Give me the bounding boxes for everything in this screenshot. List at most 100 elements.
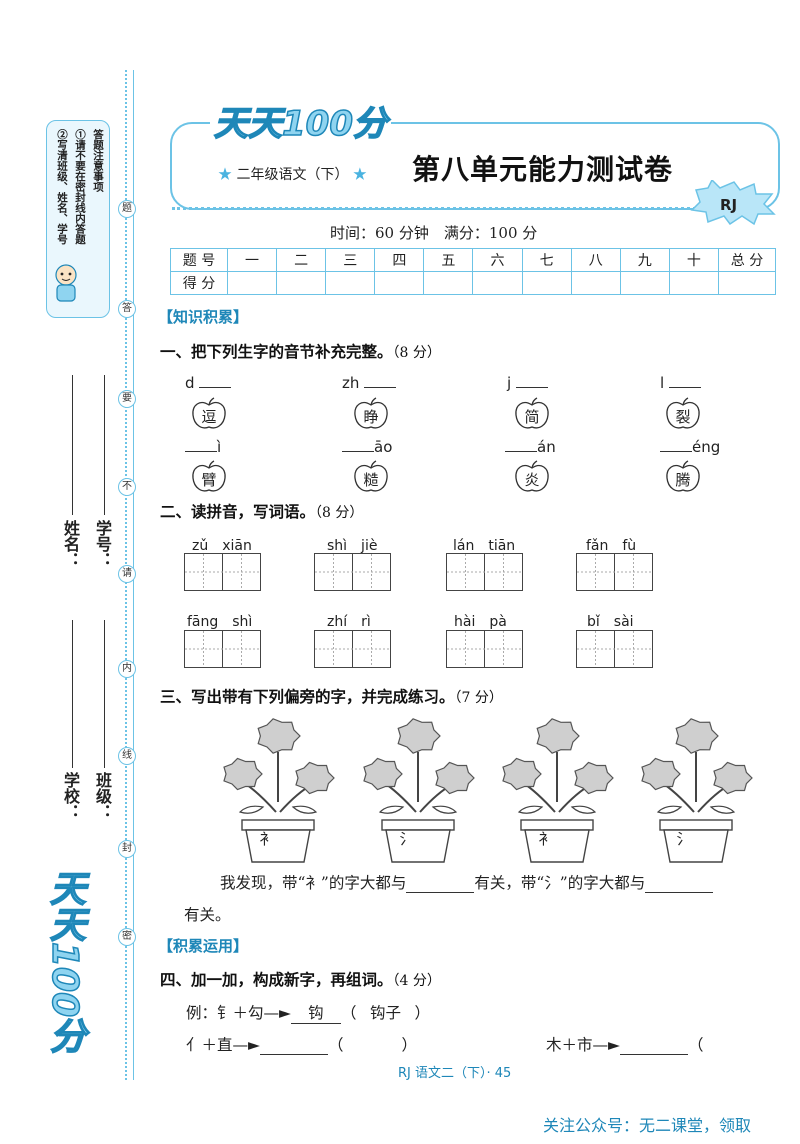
star-icon: ★ bbox=[218, 167, 237, 183]
q4-item-2-formula: 木＋市 bbox=[546, 1036, 593, 1054]
answer-blank[interactable] bbox=[406, 874, 475, 893]
score-cell[interactable] bbox=[325, 271, 376, 295]
q4-example-word: 钩子 bbox=[369, 1004, 401, 1022]
q1-heading-text: 一、把下列生字的音节补充完整。 bbox=[160, 343, 393, 361]
score-cell[interactable] bbox=[276, 271, 327, 295]
score-cell[interactable] bbox=[570, 271, 621, 295]
q3-sentence: 我发现，带“衤”的字大都与 有关，带“氵”的字大都与 bbox=[220, 871, 714, 893]
score-cell[interactable] bbox=[374, 271, 425, 295]
class-label: 班级： bbox=[93, 772, 112, 820]
pot-radical: 衤 bbox=[259, 830, 275, 848]
apple-char: 逗 bbox=[201, 408, 217, 426]
apple-icon: 糙 bbox=[352, 460, 390, 494]
score-header: 六 bbox=[472, 248, 523, 272]
pinyin-blank[interactable] bbox=[185, 437, 217, 452]
answer-blank[interactable] bbox=[703, 1036, 733, 1054]
score-header: 八 bbox=[570, 248, 621, 272]
pinyin-blank[interactable] bbox=[199, 373, 232, 388]
q1-pinyin: ì bbox=[185, 437, 221, 456]
q2-points: （8 分） bbox=[315, 505, 364, 521]
score-cell[interactable] bbox=[472, 271, 523, 295]
q1-heading: 一、把下列生字的音节补充完整。（8 分） bbox=[160, 340, 441, 362]
answer-blank[interactable] bbox=[343, 1036, 401, 1054]
name-line[interactable] bbox=[72, 375, 73, 515]
apple-char: 臂 bbox=[201, 471, 217, 489]
word-writing-grid[interactable] bbox=[576, 630, 654, 668]
score-header: 题 号 bbox=[170, 248, 228, 272]
answer-blank[interactable] bbox=[619, 1036, 688, 1055]
arrow-icon: —► bbox=[592, 1036, 620, 1054]
seal-char: 密 bbox=[118, 928, 136, 946]
apple-icon: 睁 bbox=[352, 397, 390, 431]
student-id-label: 学号： bbox=[93, 520, 112, 568]
q2-pinyin: fǎn fù bbox=[586, 538, 637, 554]
grade-label: ★ 二年级语文（下） ★ bbox=[218, 164, 367, 184]
notice-item-2: ②写清班级、姓名、学号 bbox=[56, 129, 68, 245]
score-header: 一 bbox=[226, 248, 278, 272]
q1-pinyin: d bbox=[185, 373, 232, 392]
flower-pot-icon bbox=[636, 712, 756, 868]
q4-item-2: 木＋市—► （ bbox=[546, 1033, 733, 1055]
q1-pinyin: zh bbox=[342, 373, 397, 392]
pinyin-blank[interactable] bbox=[668, 373, 701, 388]
score-cell[interactable] bbox=[226, 271, 278, 295]
apple-icon: 简 bbox=[513, 397, 551, 431]
apple-icon: 炎 bbox=[513, 460, 551, 494]
seal-char: 请 bbox=[118, 565, 136, 583]
word-writing-grid[interactable] bbox=[314, 553, 392, 591]
pinyin-suffix: éng bbox=[692, 438, 721, 456]
score-cell[interactable] bbox=[619, 271, 670, 295]
apple-char: 腾 bbox=[675, 471, 691, 489]
q3-heading-text: 三、写出带有下列偏旁的字，并完成练习。 bbox=[160, 688, 455, 706]
pot-radical: 氵 bbox=[676, 830, 692, 848]
pinyin-blank[interactable] bbox=[505, 437, 537, 452]
class-line[interactable] bbox=[104, 620, 105, 768]
apple-char: 裂 bbox=[675, 408, 691, 426]
word-writing-grid[interactable] bbox=[446, 553, 524, 591]
apple-char: 糙 bbox=[363, 471, 379, 489]
notice-box: 答题注意事项 ①请不要在密封线内答题 ②写清班级、姓名、学号 bbox=[46, 120, 110, 318]
score-cell[interactable] bbox=[521, 271, 572, 295]
q4-heading: 四、加一加，构成新字，再组词。（4 分） bbox=[160, 968, 441, 990]
pinyin-blank[interactable] bbox=[342, 437, 374, 452]
grade-text: 二年级语文（下） bbox=[236, 167, 349, 183]
school-line[interactable] bbox=[72, 620, 73, 768]
seal-char: 题 bbox=[118, 200, 136, 218]
apple-icon: 裂 bbox=[664, 397, 702, 431]
page-footer: RJ 语文二（下）· 45 bbox=[398, 1066, 512, 1081]
student-id-line[interactable] bbox=[104, 375, 105, 515]
apple-icon: 臂 bbox=[190, 460, 228, 494]
q4-item-1: 亻＋直—► （ ） bbox=[186, 1036, 417, 1055]
pinyin-blank[interactable] bbox=[364, 373, 397, 388]
score-cell[interactable] bbox=[718, 271, 776, 295]
watermark: 关注公众号：无二课堂，领取 bbox=[543, 1116, 752, 1135]
pot-radical: 氵 bbox=[399, 830, 415, 848]
word-writing-grid[interactable] bbox=[184, 630, 262, 668]
score-cell[interactable] bbox=[423, 271, 474, 295]
answer-blank[interactable] bbox=[259, 1036, 328, 1055]
q4-heading-text: 四、加一加，构成新字，再组词。 bbox=[160, 971, 393, 989]
word-writing-grid[interactable] bbox=[314, 630, 392, 668]
q2-pinyin: zhí rì bbox=[327, 614, 371, 630]
q3-sentence-a: 我发现，带“衤”的字大都与 bbox=[220, 874, 407, 892]
rj-badge-text: RJ bbox=[720, 196, 737, 214]
pinyin-blank[interactable] bbox=[660, 437, 692, 452]
q3-points: （7 分） bbox=[454, 690, 503, 706]
apple-char: 睁 bbox=[363, 408, 379, 426]
seal-char: 答 bbox=[118, 300, 136, 318]
arrow-icon: —► bbox=[232, 1036, 260, 1054]
pinyin-blank[interactable] bbox=[515, 373, 548, 388]
brand-logo: 天天100分 bbox=[210, 96, 391, 145]
score-cell[interactable] bbox=[668, 271, 720, 295]
flower-pot-icon bbox=[218, 712, 338, 868]
apple-char: 简 bbox=[524, 408, 540, 426]
pinyin-prefix: l bbox=[660, 374, 665, 392]
time-info: 时间：60 分钟 满分：100 分 bbox=[330, 224, 538, 242]
flower-pot-icon bbox=[358, 712, 478, 868]
pinyin-suffix: án bbox=[537, 438, 556, 456]
q2-pinyin: fāng shì bbox=[187, 614, 253, 630]
word-writing-grid[interactable] bbox=[184, 553, 262, 591]
word-writing-grid[interactable] bbox=[446, 630, 524, 668]
answer-blank[interactable] bbox=[645, 874, 714, 893]
word-writing-grid[interactable] bbox=[576, 553, 654, 591]
